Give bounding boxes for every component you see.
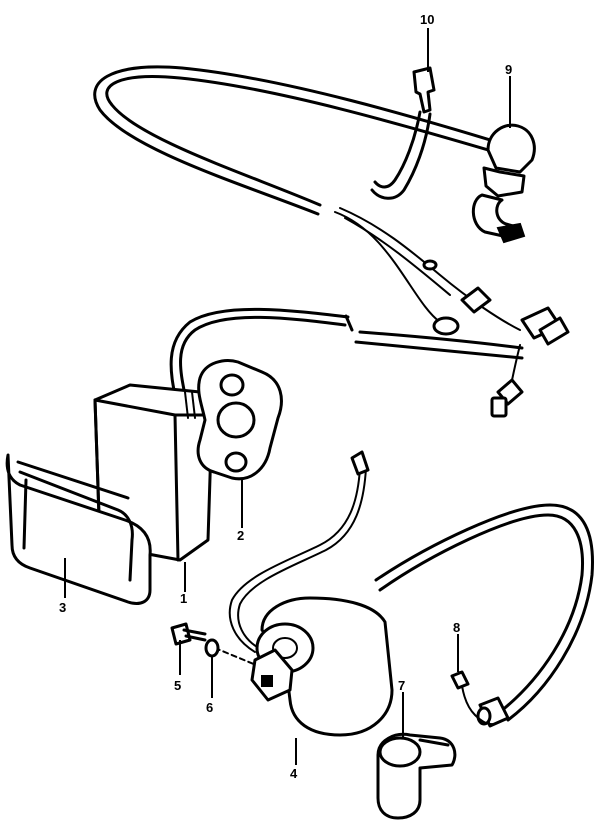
spark-plug-cap (376, 732, 457, 820)
callout-5: 5 (174, 678, 181, 693)
callout-9: 9 (505, 62, 512, 77)
callout-2: 2 (237, 528, 244, 543)
washer (204, 638, 220, 658)
cdi-unit (93, 383, 214, 562)
callout-6: 6 (206, 700, 213, 715)
engine-stop-switch (471, 123, 536, 244)
callout-8: 8 (453, 620, 460, 635)
harness-clamp (370, 66, 436, 200)
callout-10: 10 (420, 12, 434, 27)
cord-clamp (450, 670, 496, 726)
callout-3: 3 (59, 600, 66, 615)
ignition-coil (214, 450, 394, 737)
callout-1: 1 (180, 591, 187, 606)
cdi-lead-cable (169, 307, 524, 402)
kill-switch-harness (93, 65, 570, 418)
screw (170, 622, 207, 646)
mounting-plate (196, 359, 283, 481)
callout-labels: 10 9 1 2 3 4 5 6 7 8 (59, 12, 512, 781)
callout-7: 7 (398, 678, 405, 693)
callout-4: 4 (290, 766, 298, 781)
leader-lines (64, 28, 511, 765)
high-tension-cord (374, 503, 594, 728)
rubber-band (5, 453, 152, 605)
